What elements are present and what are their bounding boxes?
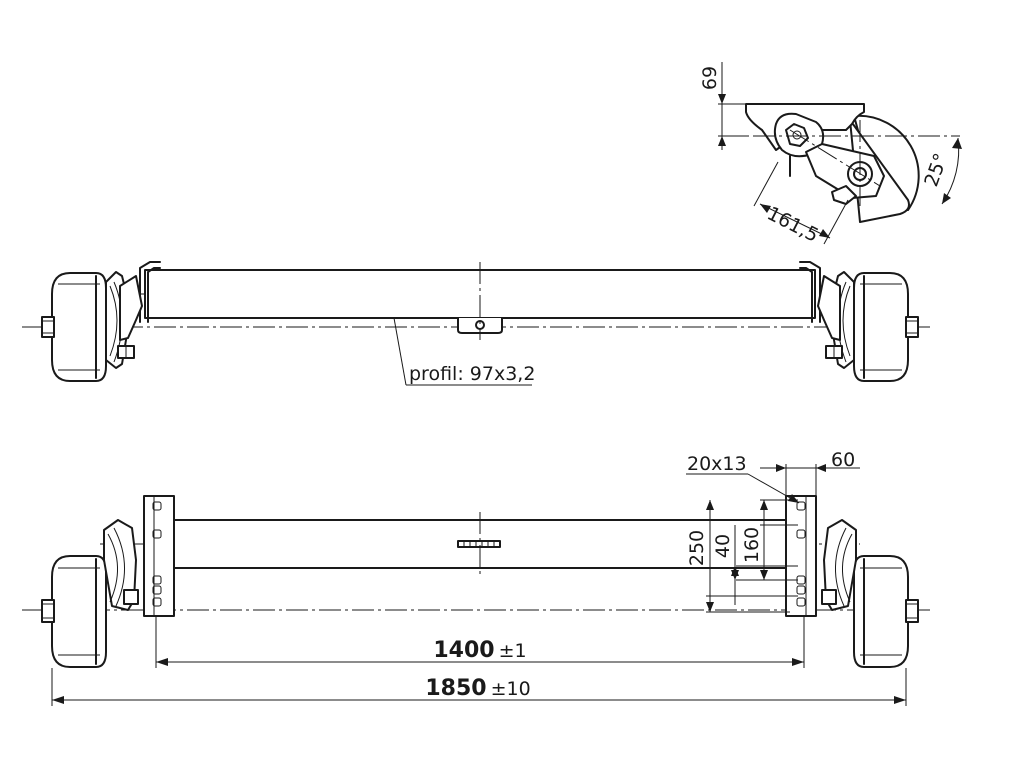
hole-size-label: 20x13 xyxy=(687,453,747,475)
front-view: profil: 97x3,2 xyxy=(22,261,930,386)
hole-spacing-label: 160 xyxy=(741,527,763,563)
arm-length-label: 161,5 xyxy=(763,203,821,247)
plate-height-label: 250 xyxy=(686,530,708,566)
mount-spacing-dimension: 1400±1 xyxy=(433,638,526,663)
side-view: 69 161,5 25° xyxy=(699,62,962,247)
mount-spacing-tolerance: ±1 xyxy=(499,640,527,662)
arm-angle-label: 25° xyxy=(920,150,952,189)
left-plate-holes xyxy=(152,501,162,607)
left-wheel-top xyxy=(41,519,139,668)
flange-width-label: 60 xyxy=(831,449,855,471)
profile-label: profil: 97x3,2 xyxy=(409,363,535,385)
overall-width-value: 1850 xyxy=(425,676,486,701)
top-view: 250 40 160 60 20x13 1400±1 1850 xyxy=(22,449,930,706)
right-wheel-top xyxy=(821,519,919,668)
left-wheel-hub xyxy=(41,271,143,382)
top-offset-label: 69 xyxy=(699,66,721,90)
slot-spacing-label: 40 xyxy=(712,534,734,558)
overall-width-tolerance: ±10 xyxy=(491,678,531,700)
overall-width-dimension: 1850±10 xyxy=(425,676,530,701)
mount-spacing-value: 1400 xyxy=(433,638,494,663)
right-wheel-hub xyxy=(817,271,919,382)
